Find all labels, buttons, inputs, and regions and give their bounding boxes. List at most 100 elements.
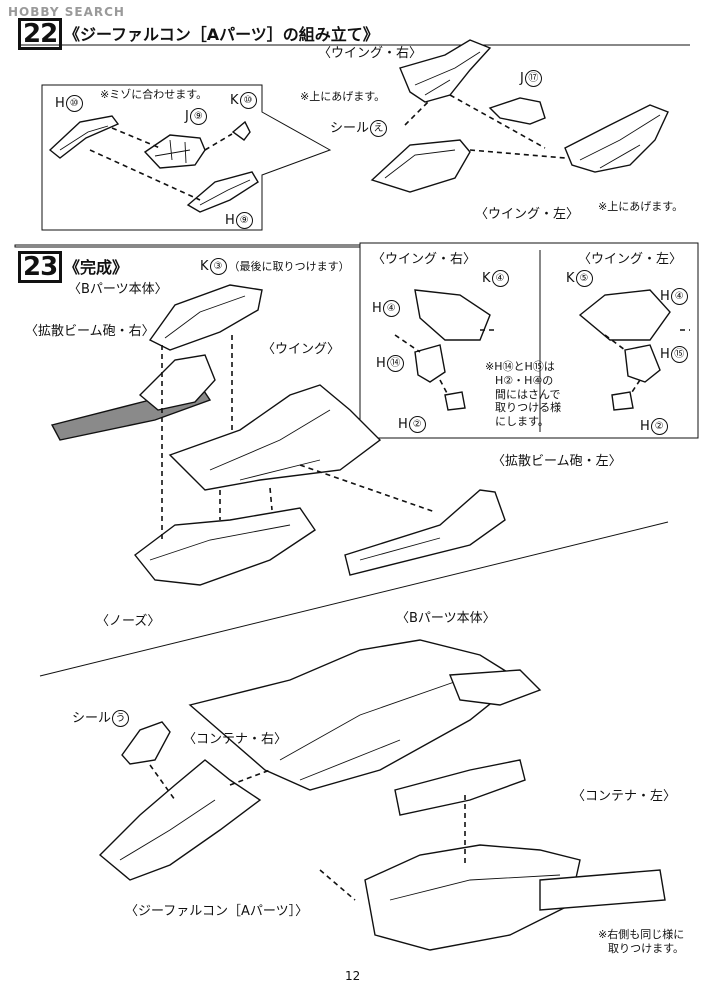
num-h2b: ② xyxy=(650,418,668,435)
sub-note-line: 取りつける様 xyxy=(495,401,562,415)
sub-note-line: H②・H④の xyxy=(495,373,554,387)
inset-part-j9 xyxy=(143,134,206,169)
num-k10: ⑩ xyxy=(239,92,257,109)
container-left-label: 〈コンテナ・左〉 xyxy=(572,789,677,804)
wing-guide-1 xyxy=(449,94,546,149)
step23-rule xyxy=(14,244,361,248)
sub-wing-right-part xyxy=(414,289,491,341)
wing-label: 〈ウイング〉 xyxy=(262,342,341,357)
note-groove: ※ミゾに合わせます。 xyxy=(100,88,208,101)
container-left-guide-2 xyxy=(319,869,356,901)
gfalcon-a-part xyxy=(98,759,262,881)
page-number: 12 xyxy=(345,969,361,983)
step23-title: 《完成》 xyxy=(64,258,129,277)
b-parts-body-label: 〈Bパーツ本体〉 xyxy=(68,282,168,297)
num-k3: ③ xyxy=(209,258,227,275)
sub-note-line: ※H⑭とH⑮は xyxy=(485,360,555,373)
sub-h15-part xyxy=(624,344,661,383)
beam-left-label: 〈拡散ビーム砲・左〉 xyxy=(492,454,622,469)
gfalcon-a-label: 〈ジーファルコン［Aパーツ］〉 xyxy=(125,904,309,919)
num-h14: ⑭ xyxy=(386,355,404,372)
num-u: う xyxy=(112,710,130,727)
num-h10: ⑩ xyxy=(65,95,83,112)
num-h15: ⑮ xyxy=(670,346,688,363)
sub-guides-right xyxy=(394,329,495,396)
inset-callout-box xyxy=(41,84,332,231)
num-j9: ⑨ xyxy=(189,108,207,125)
final-note-line: 取りつけます。 xyxy=(608,941,685,955)
gfalcon-guide xyxy=(229,769,271,786)
beam-cannon-right-part xyxy=(50,354,216,441)
sub-note-line: にします。 xyxy=(495,415,549,428)
sub-guides-left xyxy=(604,329,690,396)
wing-right-part xyxy=(399,39,492,103)
step23-number: 23 xyxy=(18,251,63,283)
seal-u-guide xyxy=(149,764,176,801)
label-seal-u: シールう xyxy=(72,710,130,727)
inset-part-h10 xyxy=(48,115,120,159)
num-h2a: ② xyxy=(408,416,426,433)
k3-note: （最後に取りつけます） xyxy=(228,260,350,273)
wing-right-label: 〈ウイング・右〉 xyxy=(318,46,423,61)
beam-right-label: 〈拡散ビーム砲・右〉 xyxy=(25,324,155,339)
num-17: ⑰ xyxy=(524,70,542,87)
wing-guide-2 xyxy=(404,99,431,126)
beam-left-guide xyxy=(299,464,436,513)
beam-cannon-left-part xyxy=(344,489,506,576)
note-up-2: ※上にあげます。 xyxy=(598,200,684,213)
sub-note: ※H⑭とH⑮は H②・H④の 間にはさんで 取りつける様 にします。 xyxy=(485,360,561,429)
nose-guide-3 xyxy=(269,487,273,511)
wing-left-label: 〈ウイング・左〉 xyxy=(475,207,580,222)
subassembly-box xyxy=(359,242,699,439)
wing-left-part xyxy=(564,104,669,173)
inset-guide-3 xyxy=(89,149,201,201)
final-b-parts-body-label: 〈Bパーツ本体〉 xyxy=(396,611,496,626)
num-k5: ⑤ xyxy=(575,270,593,287)
sub-wing-left-label: 〈ウイング・左〉 xyxy=(578,252,683,267)
wing-guide-3 xyxy=(469,149,566,159)
inset-part-k10 xyxy=(231,120,251,141)
sub-wing-left-part xyxy=(578,289,671,341)
watermark: HOBBY SEARCH xyxy=(8,5,125,19)
final-note-line: ※右側も同じ様に xyxy=(598,928,685,941)
inset-guide-1 xyxy=(111,127,161,149)
nose-label: 〈ノーズ〉 xyxy=(96,614,161,629)
num-h9: ⑨ xyxy=(235,212,253,229)
container-right-part xyxy=(394,759,526,816)
container-left-part xyxy=(364,844,666,951)
wing-center-part xyxy=(168,384,382,491)
sub-h2a-part xyxy=(444,391,466,411)
seal-u-part xyxy=(121,721,171,765)
final-note: ※右側も同じ様に 取りつけます。 xyxy=(598,928,684,956)
step22-title: 《ジーファルコン［Aパーツ］の組み立て》 xyxy=(64,25,379,44)
k3-canopy-part xyxy=(148,284,263,351)
inset-part-h9 xyxy=(186,171,259,213)
sub-note-line: 間にはさんで xyxy=(495,387,561,401)
label-seal-e: シールえ xyxy=(330,120,388,137)
sub-h14-part xyxy=(414,344,446,383)
nose-part xyxy=(134,507,316,586)
diagonal-separator xyxy=(39,521,669,677)
step22-number: 22 xyxy=(18,18,63,50)
b-parts-body-final xyxy=(188,639,542,791)
sub-h2b-part xyxy=(611,391,634,411)
seal-e-part xyxy=(370,139,471,193)
num-h4b: ④ xyxy=(670,288,688,305)
num-h4a: ④ xyxy=(382,300,400,317)
container-right-label: 〈コンテナ・右〉 xyxy=(183,732,288,747)
